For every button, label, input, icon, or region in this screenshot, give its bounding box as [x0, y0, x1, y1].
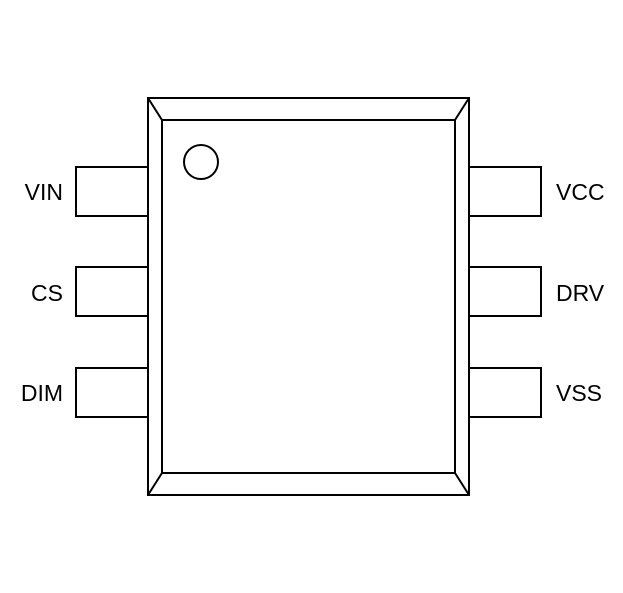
pin-right-3: [468, 367, 542, 418]
pin1-indicator-dot: [183, 144, 219, 180]
corner-bevel: [147, 97, 163, 121]
pin-label-dim: DIM: [21, 380, 63, 406]
corner-bevel: [147, 472, 163, 496]
corner-bevel: [454, 472, 470, 496]
pin-left-2: [75, 266, 149, 317]
pin-left-1: [75, 166, 149, 217]
pin-label-drv: DRV: [556, 280, 605, 306]
pin-left-3: [75, 367, 149, 418]
pin-right-2: [468, 266, 542, 317]
package-inner-body: [161, 119, 456, 474]
pin-right-1: [468, 166, 542, 217]
corner-bevel: [454, 97, 470, 121]
pin-label-vin: VIN: [25, 179, 63, 205]
pin-label-vss: VSS: [556, 380, 602, 406]
pin-label-vcc: VCC: [556, 179, 605, 205]
pin-label-cs: CS: [31, 280, 63, 306]
package-outer-body: [147, 97, 470, 496]
